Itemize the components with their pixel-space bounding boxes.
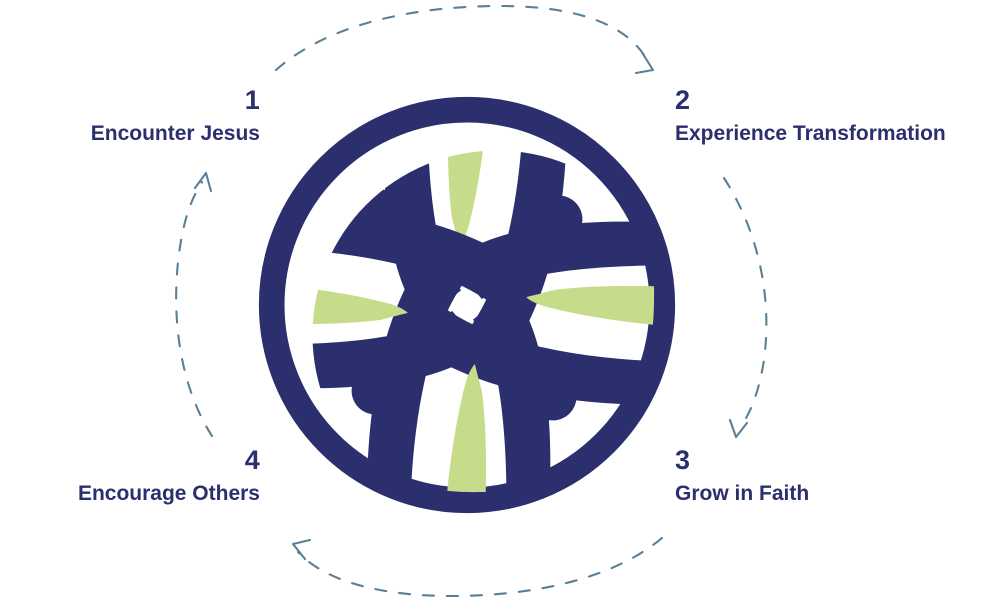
connector-4-to-1 — [175, 171, 214, 438]
step-2-number: 2 — [675, 85, 691, 115]
emblem-outer-ring — [258, 96, 676, 514]
step-4-label: Encourage Others — [77, 482, 260, 506]
step-2-label: Experience Transformation — [675, 122, 946, 146]
step-3-label: Grow in Faith — [675, 482, 810, 506]
step-4: 4 Encourage Others — [0, 446, 260, 507]
step-1: 1 Encounter Jesus — [0, 86, 260, 147]
connector-2-to-3 — [722, 176, 768, 439]
connector-3-to-4 — [291, 536, 664, 598]
emblem-logo — [250, 88, 684, 522]
step-2: 2 Experience Transformation — [675, 86, 1000, 147]
step-1-number: 1 — [244, 85, 260, 115]
step-1-label: Encounter Jesus — [90, 122, 260, 146]
step-3-number: 3 — [675, 445, 691, 475]
emblem-svg — [258, 96, 676, 514]
step-4-number: 4 — [244, 445, 260, 475]
step-3: 3 Grow in Faith — [675, 446, 1000, 507]
connector-1-to-2 — [274, 4, 655, 75]
